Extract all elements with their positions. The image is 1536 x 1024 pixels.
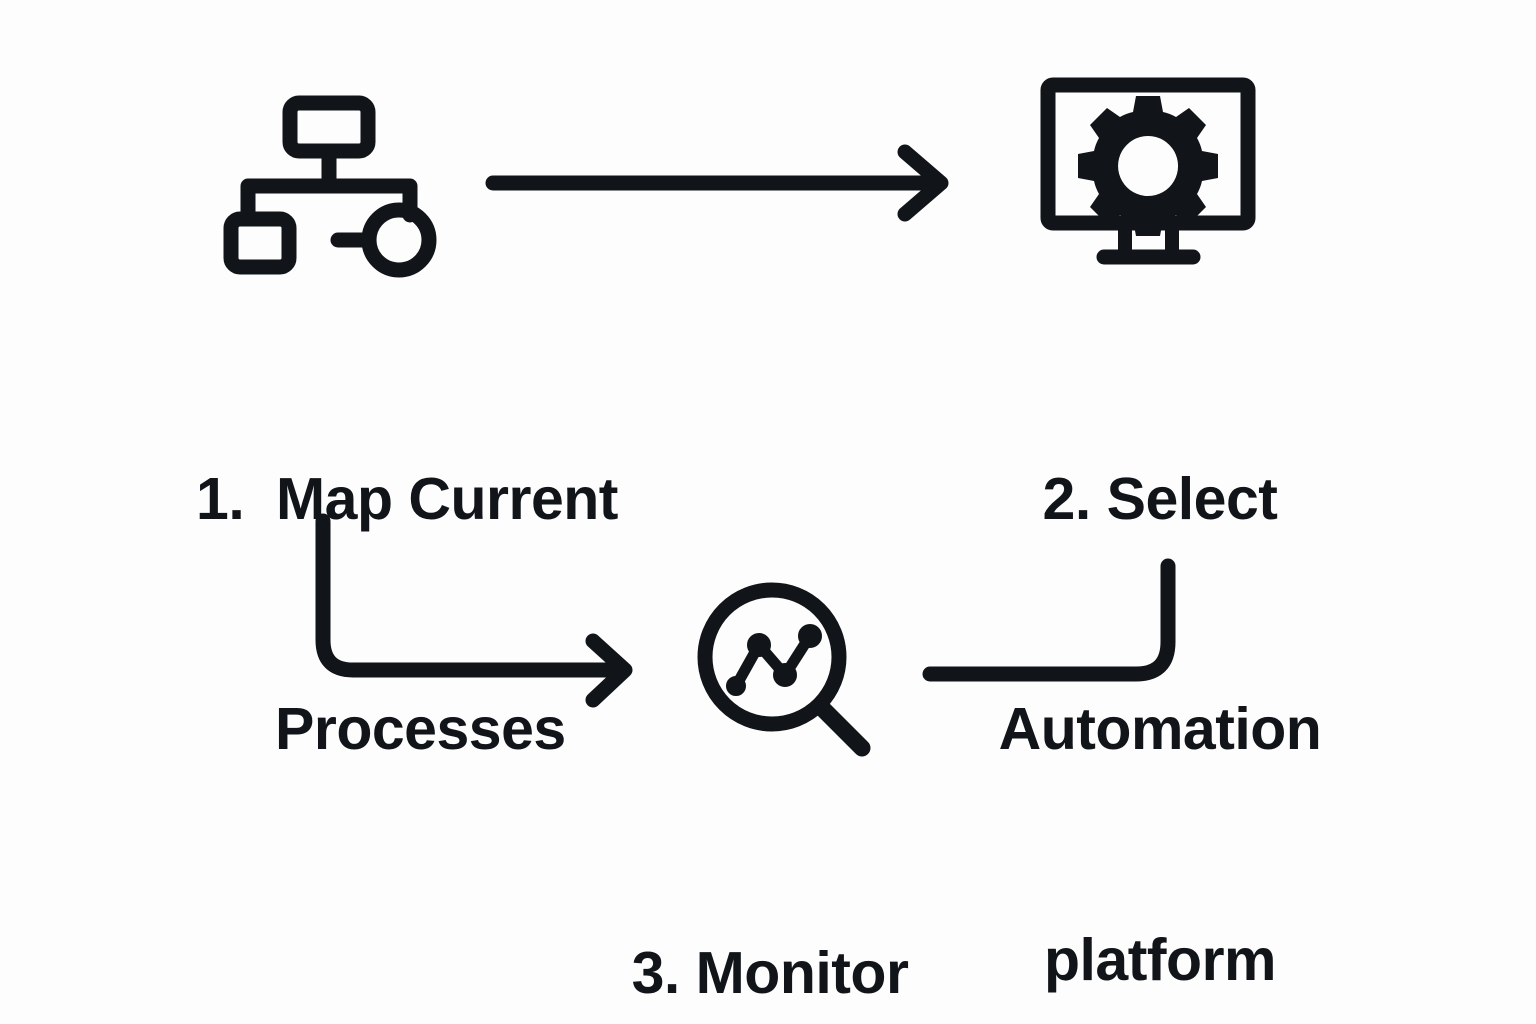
step-2-label: 2. Select Automation platform xyxy=(950,308,1370,1024)
arrow-step1-to-step3 xyxy=(315,513,633,708)
sitemap-left-node xyxy=(223,211,297,275)
sitemap-icon xyxy=(223,95,437,278)
magnifier-lens xyxy=(697,582,847,732)
step-2-label-line-1: 2. Select xyxy=(1042,466,1278,533)
magnifier-chart-icon xyxy=(697,582,871,757)
sitemap-bus xyxy=(240,178,418,227)
step-2-label-line-2: Automation xyxy=(998,696,1322,763)
sparkline-point-4 xyxy=(798,624,822,648)
step-1-label-line-1: 1. Map Current xyxy=(196,466,618,533)
monitor-gear-icon xyxy=(1040,77,1256,265)
sparkline-point-1 xyxy=(726,676,746,696)
line-step2-to-step3 xyxy=(922,558,1176,682)
step-3-label: 3. Monitor & Optimize xyxy=(570,782,970,1024)
sparkline-point-2 xyxy=(747,633,771,657)
arrow-elbow-head xyxy=(585,633,633,708)
sitemap-circle-node xyxy=(361,202,437,278)
arrow-head xyxy=(897,144,949,222)
arrow-step1-to-step2 xyxy=(485,144,949,222)
sparkline-path xyxy=(730,630,816,692)
line-elbow-shaft xyxy=(922,558,1176,682)
gear-icon xyxy=(1078,96,1218,236)
magnifier-handle xyxy=(811,697,871,757)
sparkline-point-3 xyxy=(773,663,797,687)
step-1-label-line-2: Processes xyxy=(275,696,566,763)
arrow-elbow-shaft xyxy=(315,513,621,678)
step-3-label-line-1: 3. Monitor xyxy=(631,940,909,1007)
step-2-label-line-3: platform xyxy=(1044,926,1277,993)
step-1-label: 1. Map Current Processes xyxy=(196,308,618,922)
